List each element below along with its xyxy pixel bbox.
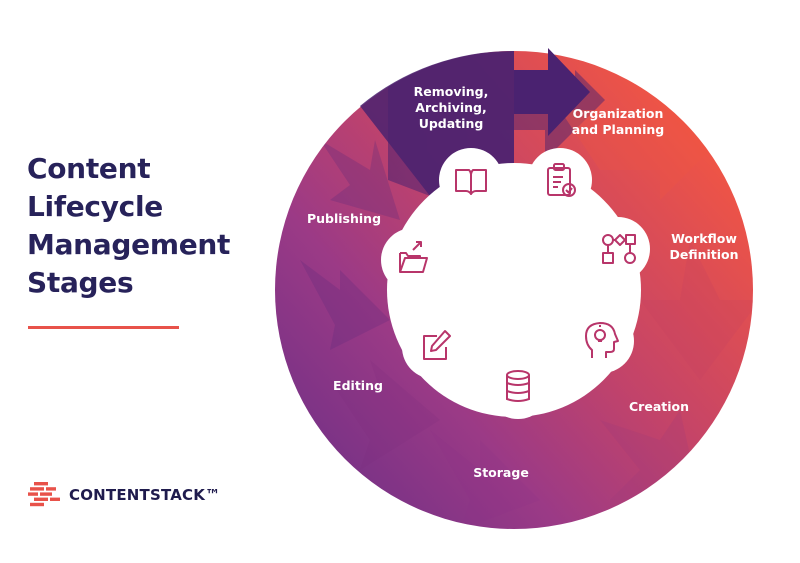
stage-label-line: Archiving,: [415, 100, 486, 115]
title-underline: [28, 326, 179, 329]
stage-removing: Removing, Archiving, Updating: [414, 84, 489, 131]
edit-icon: [423, 330, 451, 360]
stage-storage: Storage: [473, 465, 529, 480]
icon-edit: [402, 315, 466, 379]
stage-workflow: Workflow Definition: [669, 231, 738, 262]
stage-label-line: Workflow: [671, 231, 737, 246]
stage-publishing: Publishing: [307, 211, 381, 226]
page-title: Content Lifecycle Management Stages: [27, 150, 277, 302]
brand-name: CONTENTSTACK™: [69, 486, 221, 504]
stage-editing: Editing: [333, 378, 383, 393]
contentstack-logo-icon: [28, 482, 60, 507]
stage-label-line: Organization: [573, 106, 664, 121]
top-arrow: [514, 48, 590, 136]
icon-folder: [381, 228, 445, 292]
title-line: Stages: [27, 266, 134, 299]
stage-label-line: Removing,: [414, 84, 489, 99]
icon-clipboard: [528, 148, 592, 212]
title-line: Management: [27, 228, 231, 261]
stage-label-line: Updating: [419, 116, 484, 131]
stage-label-line: and Planning: [572, 122, 664, 137]
icon-workflow: [586, 217, 650, 281]
clipboard-check-icon: [547, 163, 576, 197]
database-icon: [506, 370, 530, 402]
icon-book: [439, 148, 503, 212]
stage-creation: Creation: [629, 399, 689, 414]
head-lightbulb-icon: [585, 322, 619, 358]
stage-organization: Organization and Planning: [572, 106, 664, 137]
icon-database: [486, 355, 550, 419]
stage-label-line: Publishing: [307, 211, 381, 226]
stage-label-line: Definition: [669, 247, 738, 262]
title-line: Content: [27, 152, 151, 185]
stage-label-line: Editing: [333, 378, 383, 393]
icon-head: [570, 309, 634, 373]
book-icon: [455, 169, 487, 195]
stage-label-line: Storage: [473, 465, 529, 480]
contentstack-logo: CONTENTSTACK™: [28, 481, 220, 509]
title-line: Lifecycle: [27, 190, 163, 223]
folder-upload-icon: [399, 241, 428, 273]
workflow-icon: [602, 234, 636, 264]
stage-label-line: Creation: [629, 399, 689, 414]
